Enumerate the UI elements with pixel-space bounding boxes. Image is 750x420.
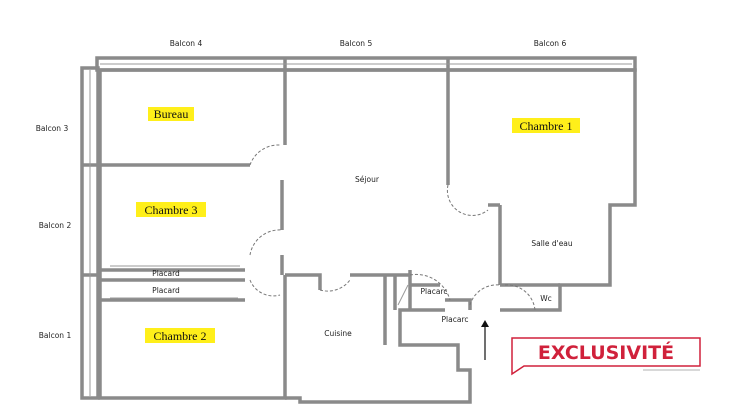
label-balcon-5: Balcon 5 — [340, 39, 373, 48]
placard-hall-1: Placarc — [421, 287, 448, 296]
room-sejour: Séjour — [355, 175, 380, 184]
label-balcon-2: Balcon 2 — [39, 221, 72, 230]
label-balcon-1: Balcon 1 — [39, 331, 72, 340]
placard-chambre-2: Placard — [152, 286, 180, 295]
label-balcon-4: Balcon 4 — [170, 39, 203, 48]
room-chambre-2: Chambre 2 — [154, 329, 207, 343]
label-balcon-6: Balcon 6 — [534, 39, 567, 48]
room-salle-d-eau: Salle d'eau — [531, 239, 573, 248]
room-wc: Wc — [540, 294, 552, 303]
logo-text: EXCLUSIVITÉ — [538, 341, 674, 364]
doors — [249, 144, 536, 360]
room-chambre-3: Chambre 3 — [145, 203, 198, 217]
room-chambre-1: Chambre 1 — [520, 119, 573, 133]
placard-hall-2: Placarc — [442, 315, 469, 324]
placard-chambre-3: Placard — [152, 269, 180, 278]
room-cuisine: Cuisine — [324, 329, 352, 338]
label-balcon-3: Balcon 3 — [36, 124, 69, 133]
exclusivite-logo: EXCLUSIVITÉ — [511, 337, 701, 376]
room-bureau: Bureau — [154, 107, 189, 121]
